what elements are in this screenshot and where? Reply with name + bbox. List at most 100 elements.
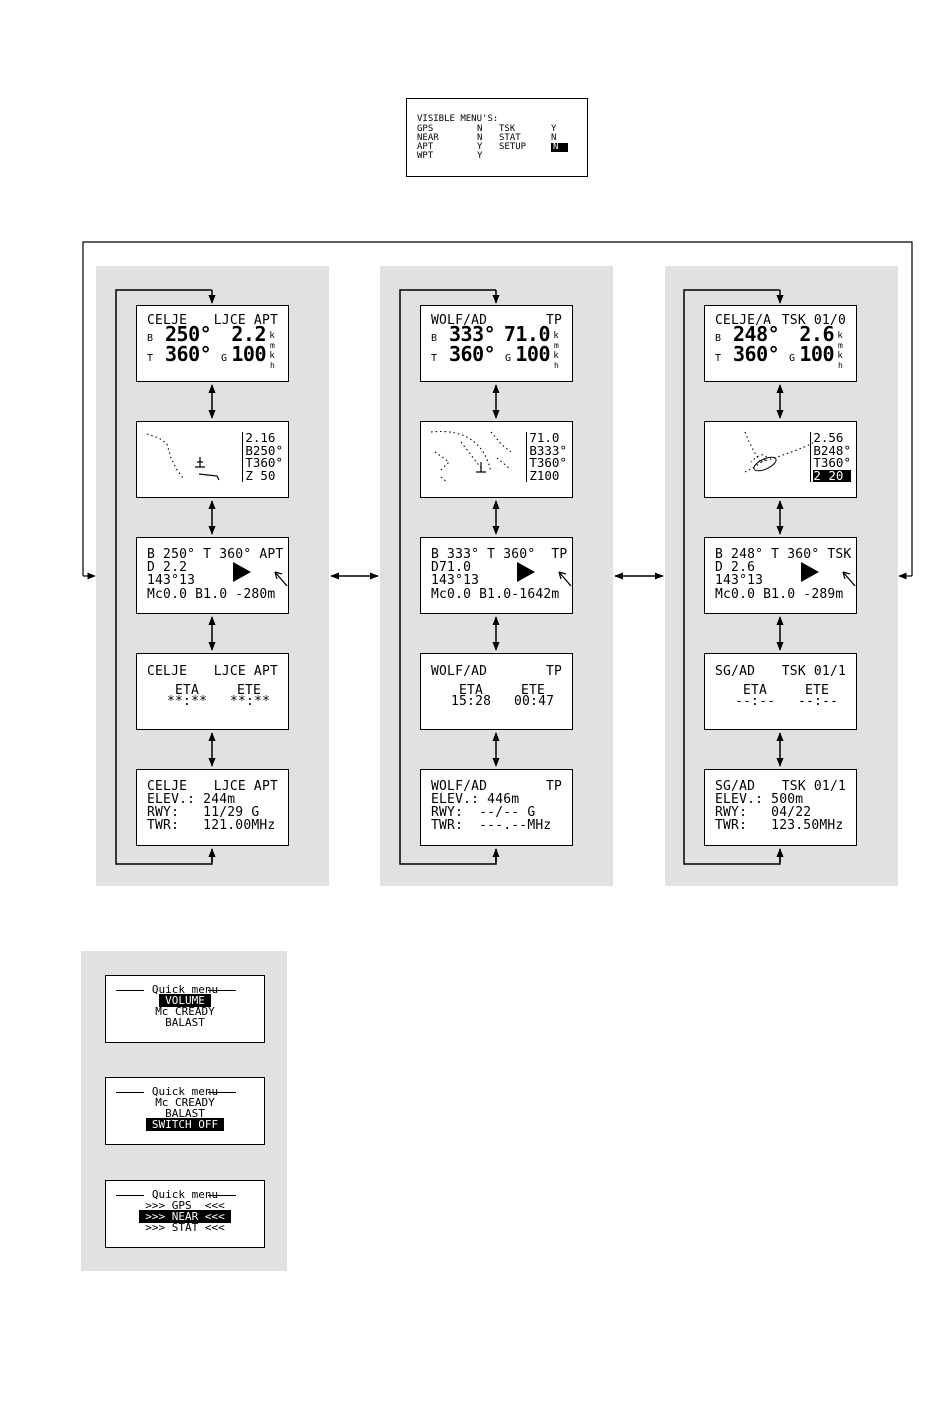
distance-line: D 2.2 (147, 560, 188, 575)
tower-frequency-line: TWR: ---.--MHz (431, 818, 552, 833)
visible-menus-cell: Y (477, 151, 483, 161)
visible-menus-cell: SETUP (499, 142, 527, 152)
elevation-line: ELEV.: 244m (147, 792, 236, 807)
quick-menu-item[interactable]: Mc CREADY (106, 1097, 264, 1108)
bearing-label: B (715, 333, 722, 344)
map-drawing (146, 433, 220, 481)
final-glide-line: Mc0.0 B1.0 -280m (147, 587, 276, 602)
track-value: 360° (165, 342, 212, 366)
quick-menu-item[interactable]: BALAST (106, 1108, 264, 1119)
tower-frequency-line: TWR: 121.00MHz (147, 818, 276, 833)
speed-unit-bottom: h (553, 361, 559, 370)
bearing-track-line: B 250° T 360° APT (147, 547, 284, 562)
map-info-line: 71.0 (529, 430, 560, 445)
destination-name: CELJE (147, 664, 188, 679)
quick-menu-item[interactable]: Mc CREADY (106, 1006, 264, 1017)
destination-name: CELJE/A (715, 313, 772, 328)
quick-menu-item-label: SWITCH OFF (145, 1118, 225, 1131)
destination-name: CELJE (147, 779, 188, 794)
quick-menu-title: Quick menu (106, 984, 264, 995)
quick-menu-item-label: BALAST (165, 1016, 205, 1029)
quick-menu-item-label: VOLUME (159, 994, 211, 1007)
destination-type: LJCE APT (213, 313, 278, 328)
distance-unit: k (837, 331, 843, 341)
distance-unit-bottom: m (269, 341, 275, 350)
visible-menus-cell: GPS (417, 124, 434, 134)
distance-value: 71.0 (503, 322, 551, 346)
quick-menu-screen: Quick menu>>> GPS <<<>>> NEAR <<<>>> STA… (105, 1180, 265, 1248)
ete-label: ETE (805, 683, 830, 698)
visible-menus-cell: N (551, 143, 569, 152)
direction-arrow-icon (517, 562, 572, 587)
destination-type: LJCE APT (213, 779, 278, 794)
quick-menu-item[interactable]: >>> GPS <<< (106, 1200, 264, 1211)
map-info-line: B250° (245, 442, 283, 458)
destination-type: TP (545, 779, 562, 794)
track-label: T (147, 353, 154, 364)
destination-type: TP (545, 664, 562, 679)
quick-menu-item-selected[interactable]: SWITCH OFF (106, 1118, 264, 1131)
eta-label: ETA (459, 683, 484, 698)
destination-type: LJCE APT (213, 664, 278, 679)
map-drawing (430, 430, 512, 483)
bearing-label: B (431, 333, 438, 344)
ete-label: ETE (521, 683, 546, 698)
visible-menus-cell: WPT (417, 151, 434, 161)
quick-menu-title: Quick menu (106, 1086, 264, 1097)
map-info-line: B248° (813, 442, 851, 458)
bearing-label: B (147, 333, 154, 344)
wind-line: 143°13 (147, 573, 196, 588)
destination-name: WOLF/AD (431, 664, 488, 679)
speed-unit: k (837, 351, 843, 361)
visible-menus-cell: Y (551, 124, 557, 134)
quick-menu-item-label: BALAST (165, 1107, 205, 1120)
visible-menus-cell: N (477, 133, 483, 143)
visible-menus-cell: APT (417, 142, 434, 152)
groundspeed-label: G (505, 353, 512, 364)
map-info-line: 2.56 (813, 430, 844, 445)
eta-label: ETA (175, 683, 200, 698)
speed-unit: k (269, 351, 275, 361)
final-glide-line: Mc0.0 B1.0-1642m (431, 587, 560, 602)
ete-value: **:** (230, 694, 271, 709)
visible-menus-cell: TSK (499, 124, 516, 134)
quick-menu-item-selected[interactable]: >>> NEAR <<< (106, 1210, 264, 1223)
distance-unit-bottom: m (553, 341, 559, 350)
destination-name: WOLF/AD (431, 313, 488, 328)
track-value: 360° (733, 342, 780, 366)
elevation-line: ELEV.: 500m (715, 792, 804, 807)
eta-label: ETA (743, 683, 768, 698)
map-info-line: T360° (245, 455, 283, 470)
groundspeed-value: 100 (799, 342, 834, 366)
map-info-line: Z 50 (245, 467, 276, 483)
map-info-line: Z100 (529, 467, 560, 483)
direction-arrow-icon (801, 562, 856, 587)
quick-menu-item[interactable]: BALAST (106, 1017, 264, 1028)
destination-name: CELJE (147, 313, 188, 328)
runway-line: RWY: 04/22 (715, 805, 812, 820)
map-info-line: T360° (529, 455, 567, 470)
quick-menu-item[interactable]: >>> STAT <<< (106, 1222, 264, 1233)
distance-unit: k (553, 331, 559, 341)
quick-menu-item-label: >>> GPS <<< (145, 1199, 225, 1212)
quick-menu-title: Quick menu (106, 1189, 264, 1200)
elevation-line: ELEV.: 446m (431, 792, 520, 807)
bearing-value: 248° (733, 322, 780, 346)
quick-menu-item-selected[interactable]: VOLUME (106, 994, 264, 1007)
